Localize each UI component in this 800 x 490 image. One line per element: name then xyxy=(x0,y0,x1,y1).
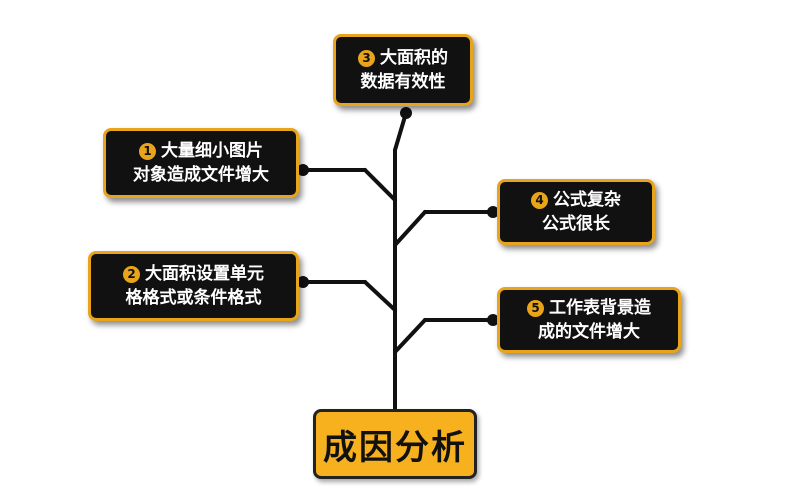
root-box: 成因分析 xyxy=(313,409,477,479)
cause-line2: 格格式或条件格式 xyxy=(126,286,262,310)
cause-box-4: 4 公式复杂 公式很长 xyxy=(497,179,655,245)
cause-text: 数据有效性 xyxy=(360,72,446,92)
number-badge-icon: 2 xyxy=(123,265,140,283)
branch-line-1 xyxy=(363,168,397,202)
node-dot-3 xyxy=(400,107,412,119)
branch-line-3 xyxy=(393,111,408,152)
cause-text: 成的文件增大 xyxy=(538,322,640,342)
cause-line2: 对象造成文件增大 xyxy=(133,163,269,187)
cause-text: 大量细小图片 xyxy=(161,141,263,161)
cause-text: 公式很长 xyxy=(542,214,610,234)
branch-line-4 xyxy=(393,210,427,247)
cause-line1: 3 大面积的 xyxy=(358,46,448,70)
number-badge-icon: 1 xyxy=(139,142,156,160)
cause-text: 公式复杂 xyxy=(553,190,621,210)
branch-line-2 xyxy=(363,280,397,312)
branch-line-5 xyxy=(393,318,427,354)
cause-box-3: 3 大面积的 数据有效性 xyxy=(333,34,473,106)
number-badge-icon: 5 xyxy=(527,299,544,317)
cause-line1: 4 公式复杂 xyxy=(531,188,621,212)
cause-text: 格格式或条件格式 xyxy=(125,288,262,308)
cause-text: 大面积的 xyxy=(380,48,448,68)
cause-line2: 数据有效性 xyxy=(361,70,446,94)
node-dot-1 xyxy=(297,164,309,176)
cause-text: 大面积设置单元 xyxy=(145,264,264,284)
node-dot-2 xyxy=(297,276,309,288)
root-label: 成因分析 xyxy=(323,427,467,468)
number-badge-icon: 3 xyxy=(358,49,375,67)
cause-text: 对象造成文件增大 xyxy=(133,165,269,185)
cause-box-5: 5 工作表背景造 成的文件增大 xyxy=(497,287,681,353)
node-dot-5 xyxy=(487,314,499,326)
cause-line1: 2 大面积设置单元 xyxy=(123,262,264,286)
cause-box-1: 1 大量细小图片 对象造成文件增大 xyxy=(103,128,299,198)
cause-line2: 成的文件增大 xyxy=(538,320,640,344)
cause-line2: 公式很长 xyxy=(542,212,610,236)
node-dot-4 xyxy=(487,206,499,218)
number-badge-icon: 4 xyxy=(531,191,548,209)
cause-line1: 5 工作表背景造 xyxy=(527,296,651,320)
cause-text: 工作表背景造 xyxy=(549,298,651,318)
cause-line1: 1 大量细小图片 xyxy=(139,139,263,163)
cause-box-2: 2 大面积设置单元 格格式或条件格式 xyxy=(88,251,299,321)
